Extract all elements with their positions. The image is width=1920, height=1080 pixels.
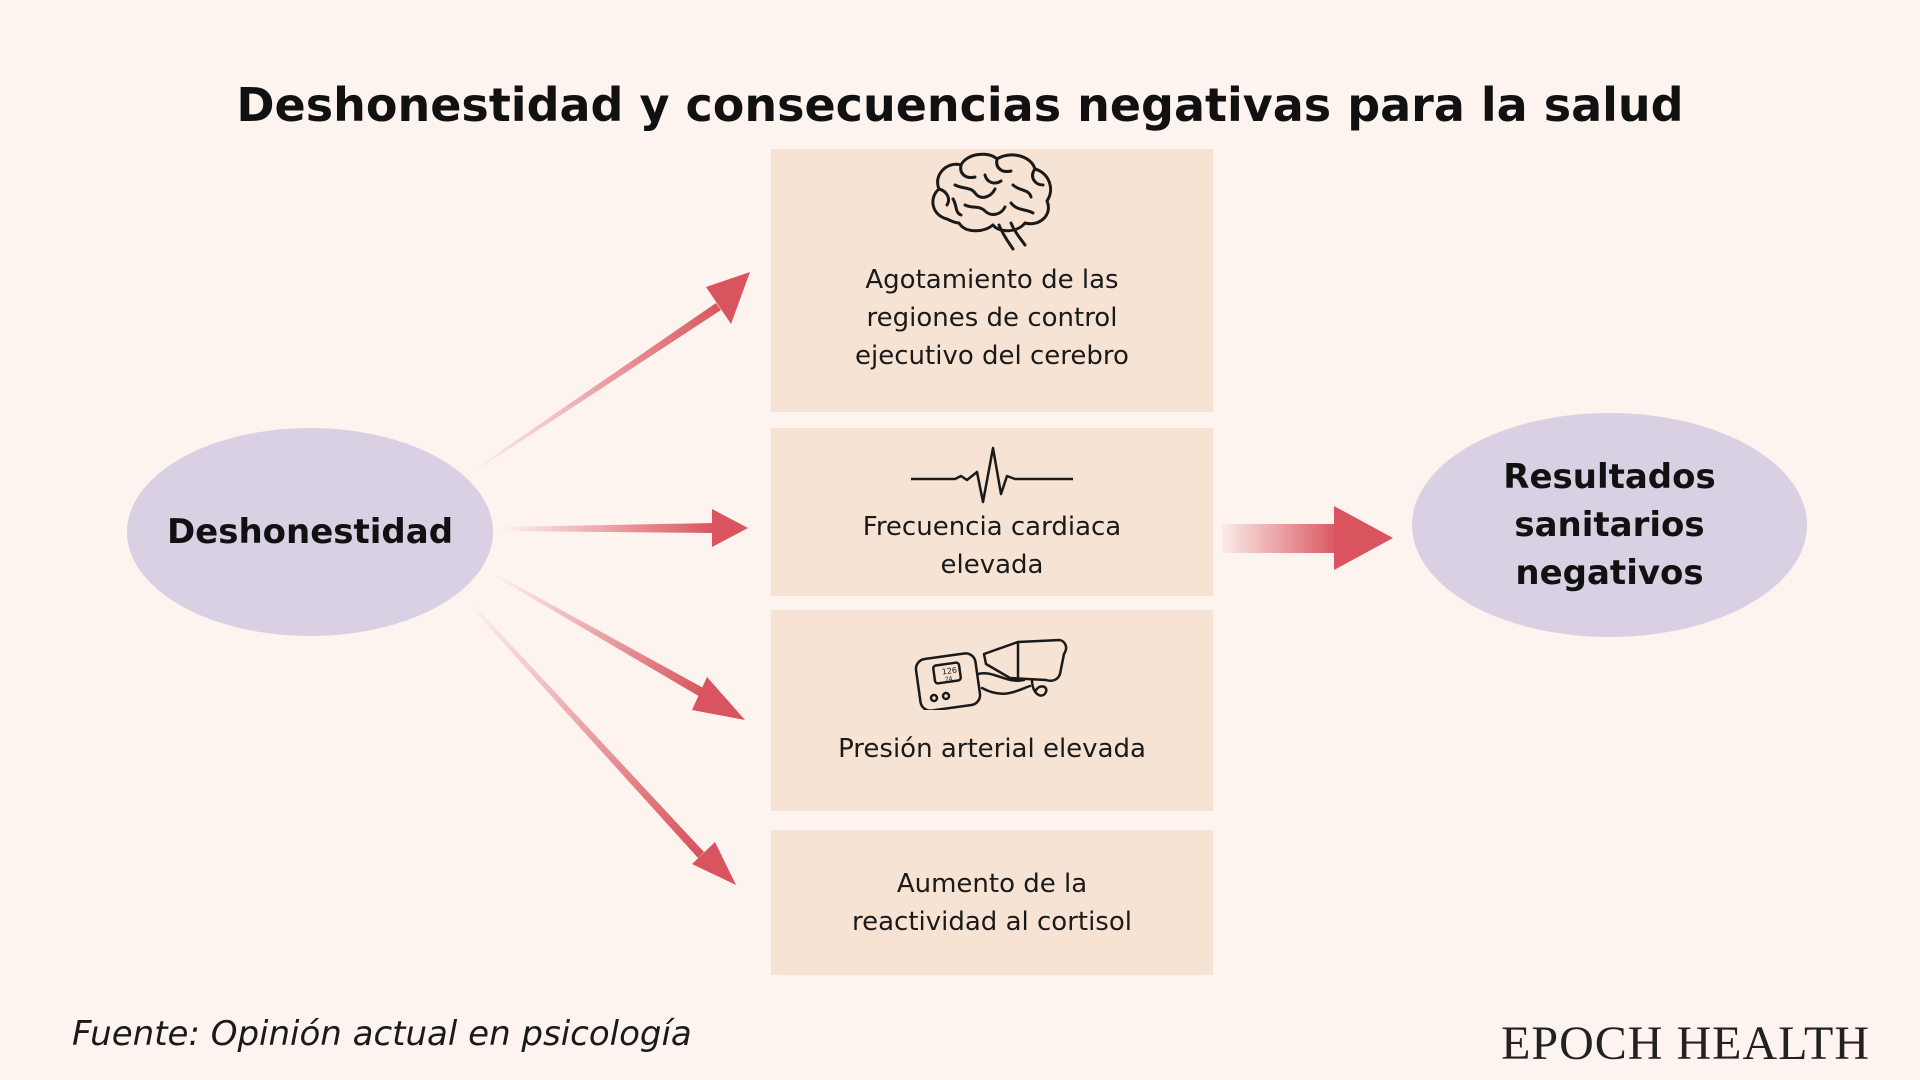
arrow-to-effect-2 [500, 509, 748, 547]
effect-label-4: Aumento de la reactividad al cortisol [852, 868, 1132, 937]
effect-box-cortisol: Aumento de la reactividad al cortisol [771, 830, 1213, 975]
arrow-to-outcome [1222, 506, 1393, 570]
brain-icon [931, 152, 1052, 251]
source-node-label: Deshonestidad [166, 512, 454, 552]
source-node: Deshonestidad [127, 428, 493, 636]
svg-text:126: 126 [941, 666, 957, 677]
effect-label-3: Presión arterial elevada [838, 734, 1146, 764]
source-citation: Fuente: Opinión actual en psicología [72, 1014, 692, 1054]
heartbeat-icon [911, 446, 1073, 504]
effect-label-2: Frecuencia cardiaca elevada [862, 512, 1122, 580]
effect-label-1: Agotamiento de las regiones de control e… [855, 265, 1129, 371]
effect-box-brain: Agotamiento de las regiones de control e… [771, 149, 1213, 412]
arrow-to-effect-1 [474, 272, 750, 472]
diagram-title: Deshonestidad y consecuencias negativas … [236, 78, 1684, 132]
effect-box-heart-rate: Frecuencia cardiaca elevada [771, 428, 1213, 596]
blood-pressure-monitor-icon: 126 74 [914, 638, 1068, 710]
svg-text:74: 74 [944, 675, 953, 683]
effect-box-blood-pressure: 126 74 Presión arterial elevada [771, 610, 1213, 811]
arrow-to-effect-4 [469, 603, 736, 885]
arrow-to-effect-3 [494, 573, 745, 720]
brand-logo: EPOCH HEALTH [1501, 1017, 1870, 1070]
outcome-node-label: Resultados sanitarios negativos [1503, 457, 1716, 593]
outcome-node: Resultados sanitarios negativos [1412, 413, 1807, 637]
